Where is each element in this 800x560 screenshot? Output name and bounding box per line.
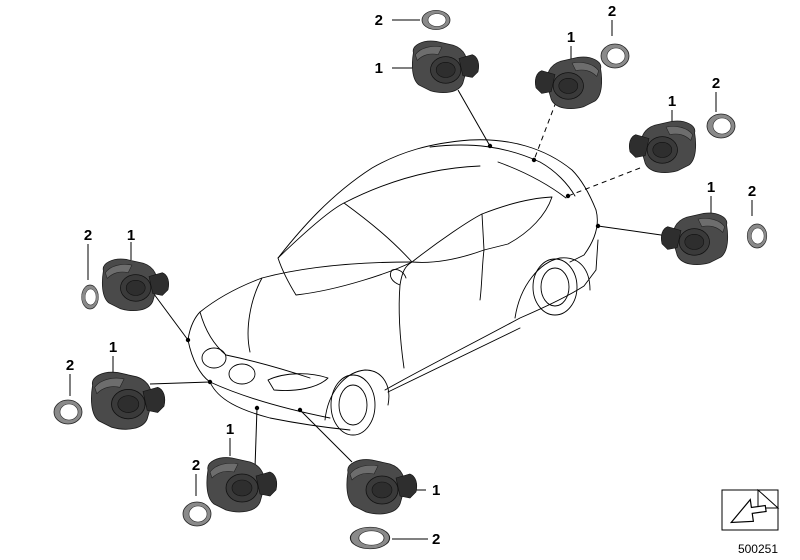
callout-ring: 2 bbox=[66, 357, 74, 374]
car-outline bbox=[187, 139, 599, 436]
pdc-sensor-icon bbox=[91, 371, 166, 430]
callout-ring: 2 bbox=[192, 457, 200, 474]
decoupling-ring-icon bbox=[600, 43, 630, 69]
ring-front-left: 2 bbox=[53, 357, 83, 425]
callout-sensor: 1 bbox=[226, 421, 234, 438]
pdc-sensor-icon bbox=[346, 459, 418, 515]
sensor-front-right: 1 bbox=[346, 459, 440, 515]
callout-sensor: 1 bbox=[109, 339, 117, 356]
decoupling-ring-icon bbox=[421, 9, 451, 31]
callout-sensor: 1 bbox=[668, 93, 676, 110]
callout-ring: 2 bbox=[748, 183, 756, 200]
sensor-front-left-side: 1 bbox=[101, 227, 170, 312]
callout-sensor: 1 bbox=[707, 179, 715, 196]
part-number: 500251 bbox=[738, 542, 778, 556]
ring-rear-center: 2 bbox=[600, 3, 630, 69]
folded-corner-arrow-icon bbox=[721, 488, 780, 531]
callout-sensor: 1 bbox=[432, 482, 440, 499]
decoupling-ring-icon bbox=[746, 223, 768, 249]
callout-ring: 2 bbox=[712, 75, 720, 92]
sensor-rear-center: 1 bbox=[534, 29, 603, 110]
ring-front-left-side: 2 bbox=[81, 227, 99, 310]
pdc-sensor-icon bbox=[628, 120, 697, 174]
ring-top-center: 2 bbox=[375, 9, 451, 31]
decoupling-ring-icon bbox=[349, 526, 391, 550]
leader-lines bbox=[69, 19, 753, 540]
sensor-top-center: 1 bbox=[375, 40, 480, 94]
decoupling-ring-icon bbox=[53, 399, 83, 425]
ring-rear-right-inner: 2 bbox=[706, 75, 736, 139]
ring-front-right: 2 bbox=[349, 526, 440, 550]
callout-ring: 2 bbox=[375, 12, 383, 29]
callout-sensor: 1 bbox=[375, 60, 383, 77]
pdc-sensor-icon bbox=[660, 212, 729, 266]
callout-ring: 2 bbox=[432, 531, 440, 548]
ring-rear-right-corner: 2 bbox=[746, 183, 768, 249]
callout-ring: 2 bbox=[84, 227, 92, 244]
pdc-sensor-icon bbox=[411, 40, 480, 94]
sensor-rear-right-inner: 1 bbox=[628, 93, 697, 174]
sensor-front-left: 1 bbox=[91, 339, 166, 430]
pdc-sensor-icon bbox=[534, 56, 603, 110]
decoupling-ring-icon bbox=[81, 284, 99, 310]
sensor-rear-right-corner: 1 bbox=[660, 179, 729, 266]
callout-ring: 2 bbox=[608, 3, 616, 20]
decoupling-ring-icon bbox=[706, 113, 736, 139]
callout-sensor: 1 bbox=[567, 29, 575, 46]
pdc-sensor-icon bbox=[206, 457, 278, 513]
decoupling-ring-icon bbox=[182, 501, 212, 527]
ring-front-center: 2 bbox=[182, 457, 212, 527]
callout-sensor: 1 bbox=[127, 227, 135, 244]
sensor-front-center: 1 bbox=[206, 421, 278, 513]
pdc-sensor-icon bbox=[101, 258, 170, 312]
